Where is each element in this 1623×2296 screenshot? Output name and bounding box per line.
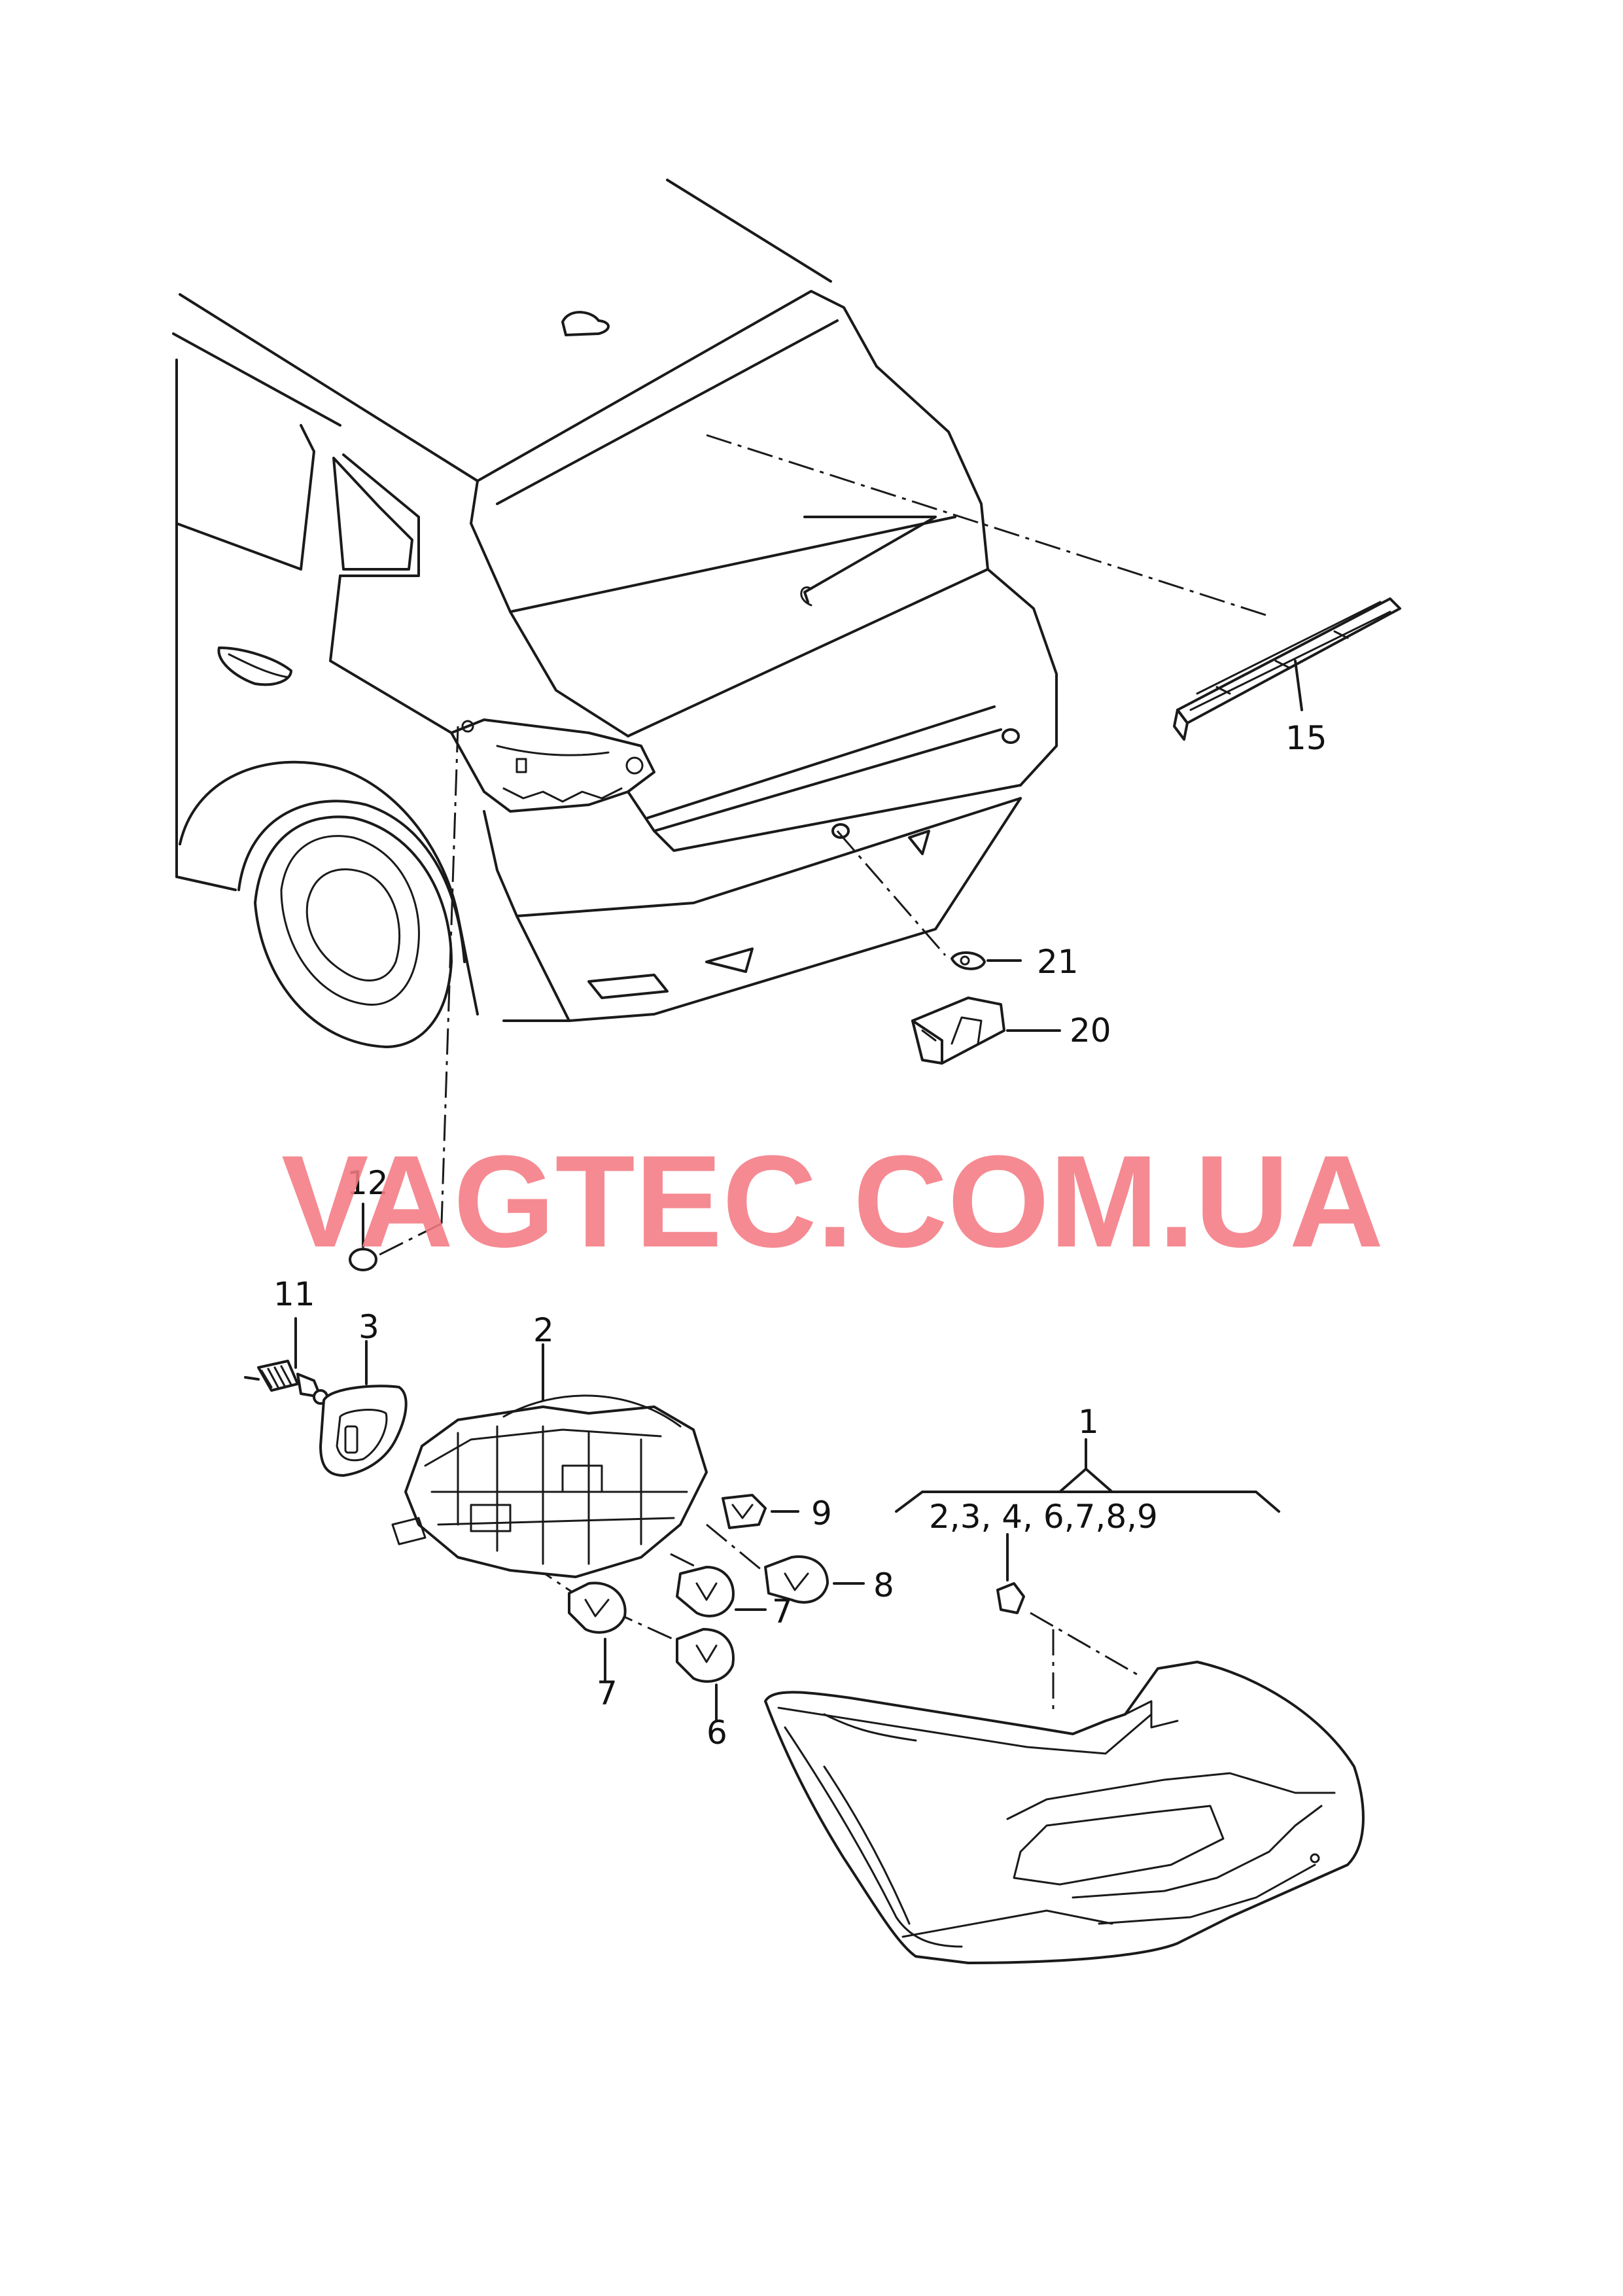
plate-light-part-20 [911, 997, 1061, 1065]
callout-7b: 7 [597, 1674, 618, 1712]
callout-2: 2 [533, 1311, 554, 1349]
bulb-part-21 [951, 951, 1022, 970]
watermark-text: VAGTEC.COM.UA [281, 1129, 1384, 1275]
leader-lines [369, 434, 1266, 1714]
callout-21: 21 [1037, 943, 1079, 981]
gasket-part-3 [319, 1340, 408, 1477]
callout-15: 15 [1285, 719, 1327, 757]
callout-8: 8 [873, 1566, 894, 1604]
callout-3: 3 [358, 1308, 379, 1346]
screw-part-11 [244, 1317, 328, 1405]
callout-20: 20 [1070, 1012, 1111, 1050]
callout-12: 12 [347, 1164, 389, 1202]
grommet-part-12 [349, 1203, 377, 1271]
bulb-part-9 [722, 1494, 799, 1529]
assembly-bracket-part-1 [895, 1438, 1280, 1614]
bulb-holder-part-2 [391, 1343, 708, 1578]
callout-1: 1 [1078, 1403, 1099, 1441]
callout-9: 9 [811, 1494, 832, 1532]
brake-light-part-15 [1173, 597, 1401, 741]
callout-labels: 15 21 20 12 11 3 2 9 8 7 7 6 1 2,3, 4, 6… [273, 719, 1327, 1752]
car-rear-illustration [172, 179, 1058, 1048]
callout-1-group: 2,3, 4, 6,7,8,9 [929, 1498, 1158, 1536]
bulb-part-7a [676, 1566, 767, 1617]
callout-7a: 7 [772, 1593, 793, 1631]
bulb-part-7b [568, 1581, 627, 1683]
callout-6: 6 [707, 1714, 727, 1752]
callout-11: 11 [273, 1275, 315, 1313]
bulb-part-8 [764, 1555, 865, 1604]
bulb-part-6 [676, 1628, 735, 1722]
tail-light-part-1 [764, 1661, 1365, 1964]
